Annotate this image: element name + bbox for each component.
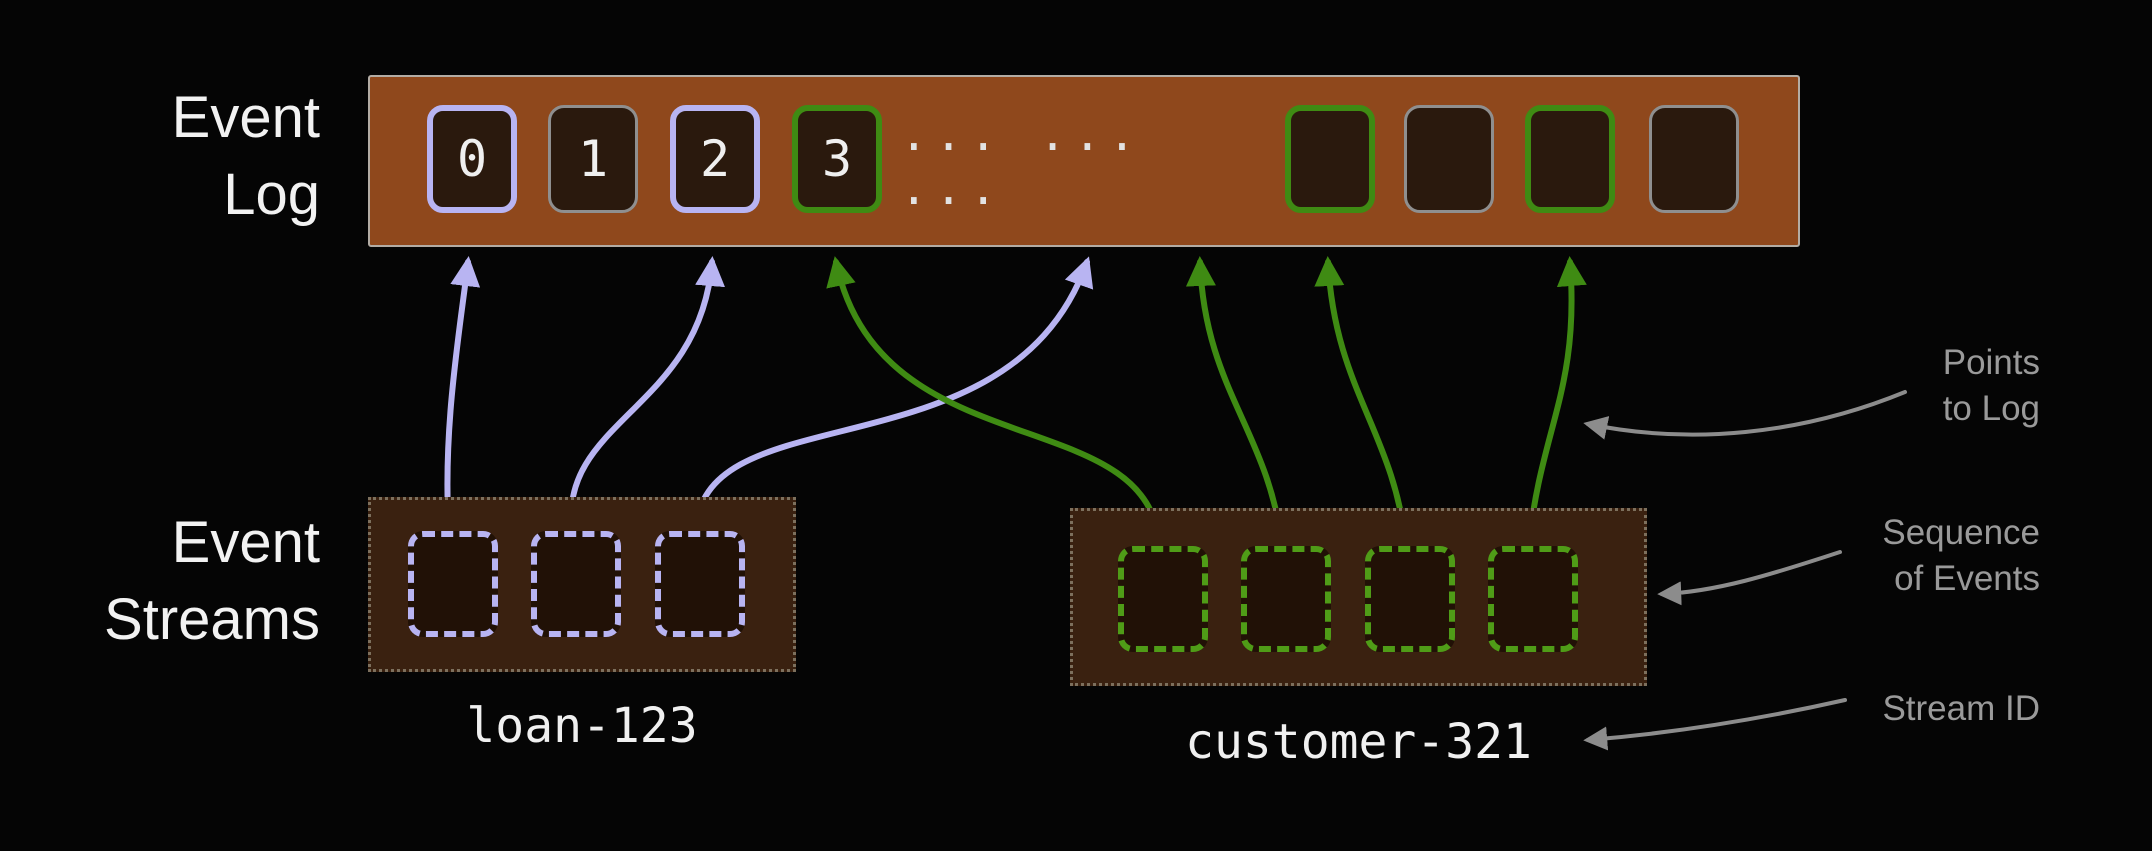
arrow-customer-event3-to-log-cell5 bbox=[1314, 256, 1409, 548]
loan-stream-event-2 bbox=[531, 531, 621, 637]
log-cell-1: 1 bbox=[548, 105, 638, 213]
stream-id-customer-321: customer-321 bbox=[1185, 714, 1532, 770]
log-cell-3: 3 bbox=[792, 105, 882, 213]
annotation-sequence-of-events: Sequence of Events bbox=[1720, 510, 2040, 602]
log-cell-7 bbox=[1649, 105, 1739, 213]
annotation-sequence-of-events-line2: of Events bbox=[1894, 559, 2040, 599]
annotation-stream-id: Stream ID bbox=[1720, 686, 2040, 732]
arrow-loan-event1-to-log0 bbox=[444, 256, 481, 535]
log-cell-4 bbox=[1285, 105, 1375, 213]
log-cell-2: 2 bbox=[670, 105, 760, 213]
event-log-bar: 0 1 2 3 ... ... ... bbox=[368, 75, 1800, 247]
arrow-loan-event3-to-log-ellipsis bbox=[693, 256, 1094, 535]
customer-stream-event-2 bbox=[1241, 546, 1331, 652]
customer-stream-event-3 bbox=[1365, 546, 1455, 652]
arrow-customer-event4-to-log-cell7 bbox=[1526, 256, 1587, 548]
annotation-points-to-log: Points to Log bbox=[1720, 340, 2040, 432]
event-log-label-line1: Event bbox=[171, 85, 320, 150]
event-log-label-line2: Log bbox=[223, 161, 320, 227]
stream-id-loan-123: loan-123 bbox=[466, 698, 698, 754]
log-cell-0: 0 bbox=[427, 105, 517, 213]
arrow-loan-event2-to-log2 bbox=[568, 256, 725, 535]
arrow-customer-event1-to-log3 bbox=[826, 256, 1162, 548]
stream-box-customer-321 bbox=[1070, 508, 1647, 686]
log-cell-5 bbox=[1404, 105, 1494, 213]
loan-stream-event-3 bbox=[655, 531, 745, 637]
log-cell-6 bbox=[1525, 105, 1615, 213]
event-streams-label-line1: Event bbox=[171, 510, 320, 575]
annotation-points-to-log-line2: to Log bbox=[1942, 389, 2040, 429]
event-streams-label: Event Streams bbox=[40, 505, 320, 658]
event-streams-label-line2: Streams bbox=[104, 586, 320, 652]
annotation-stream-id-line1: Stream ID bbox=[1882, 689, 2040, 728]
customer-stream-event-4 bbox=[1488, 546, 1578, 652]
loan-stream-event-1 bbox=[408, 531, 498, 637]
arrow-customer-event2-to-log-ellipsis bbox=[1185, 256, 1285, 548]
annotation-points-to-log-line1: Points bbox=[1942, 343, 2040, 382]
log-ellipsis: ... ... ... bbox=[900, 107, 1143, 215]
event-log-label: Event Log bbox=[90, 80, 320, 233]
customer-stream-event-1 bbox=[1118, 546, 1208, 652]
annotation-sequence-of-events-line1: Sequence bbox=[1882, 513, 2040, 552]
stream-box-loan-123 bbox=[368, 497, 796, 672]
